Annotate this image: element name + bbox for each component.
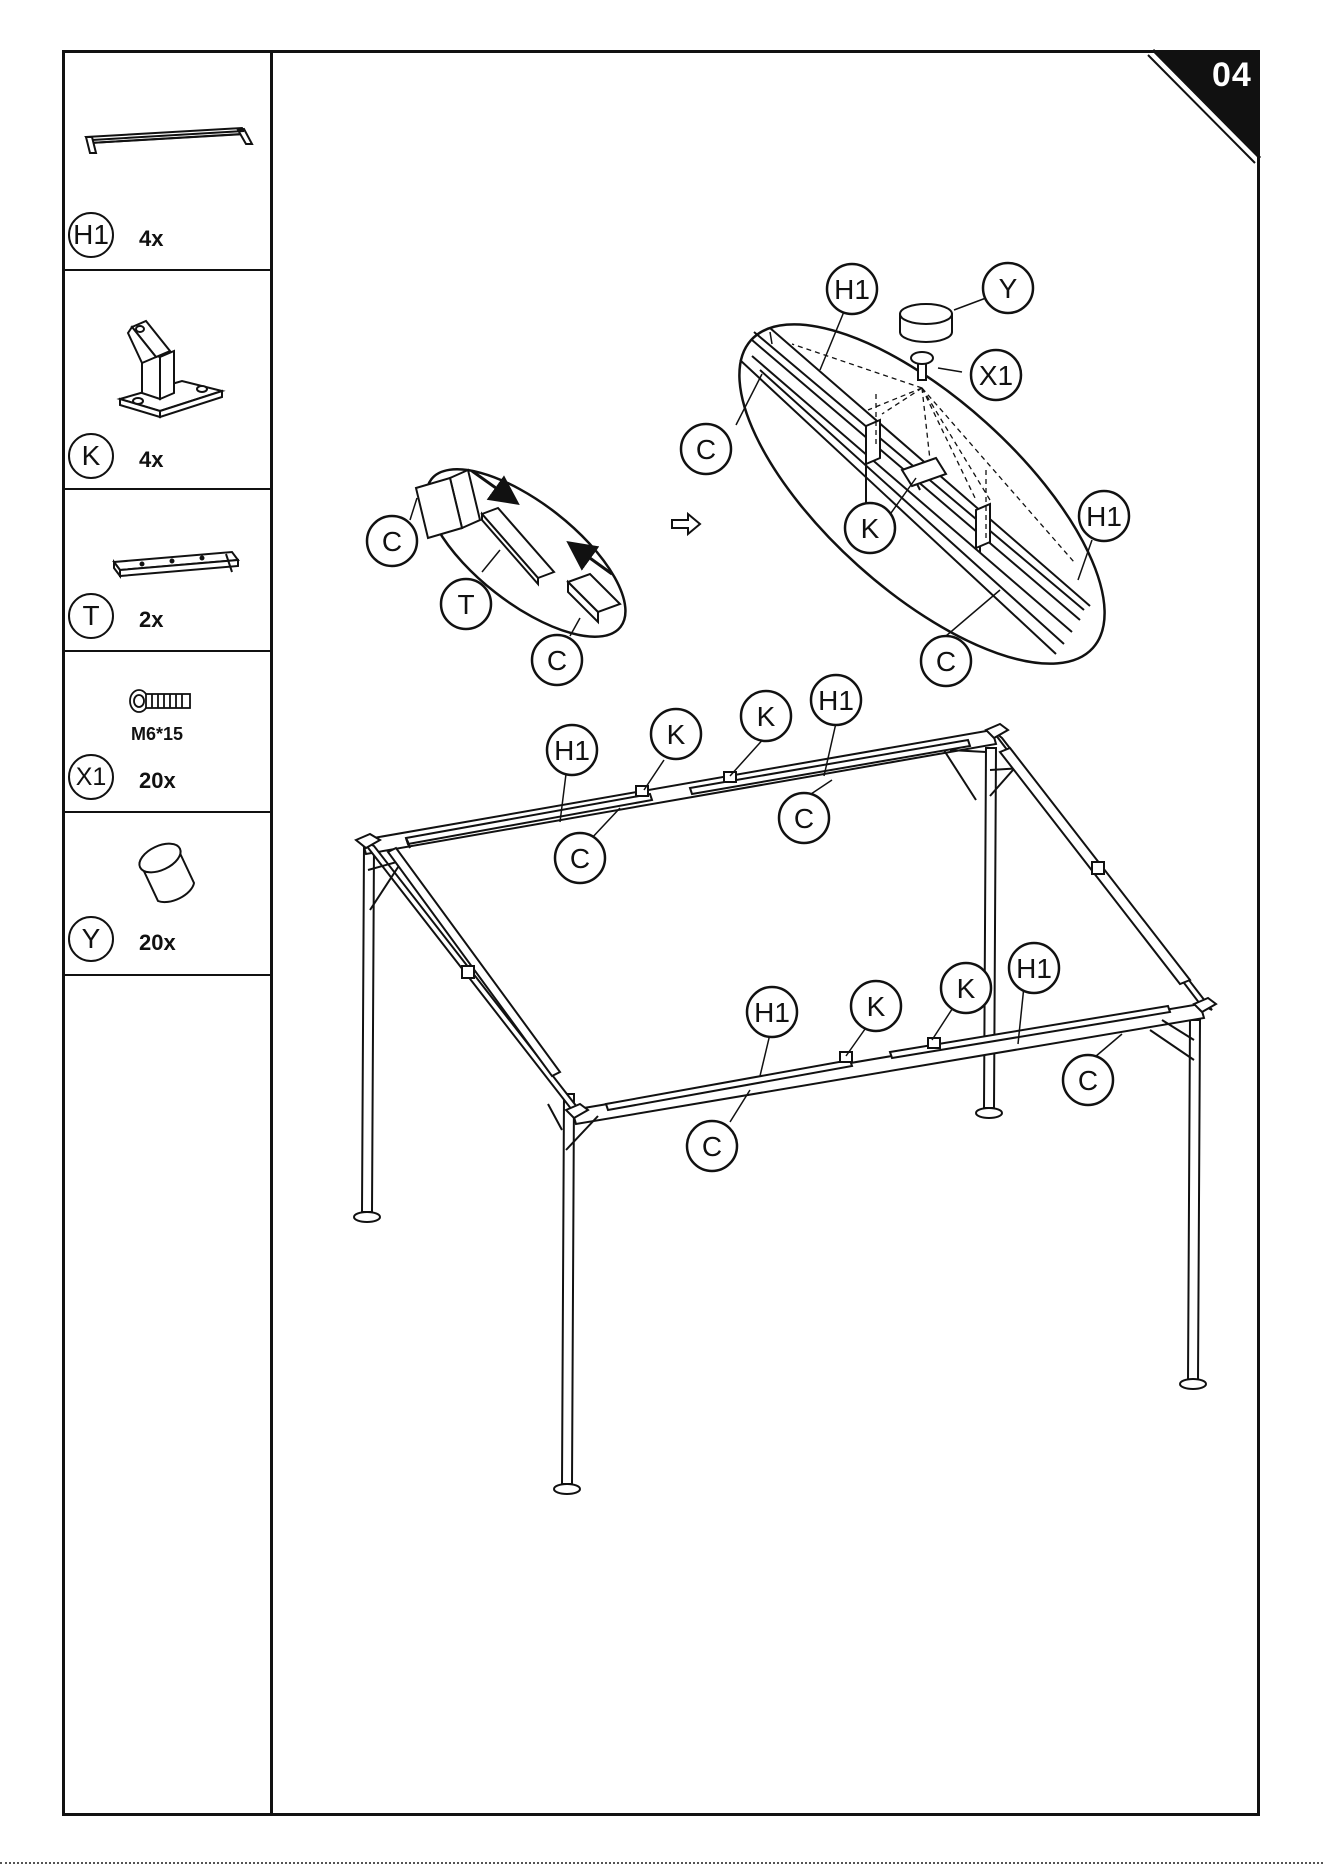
callout-h1: H1	[811, 675, 861, 725]
svg-text:C: C	[547, 645, 567, 676]
page-edge-dotted-line	[0, 1862, 1323, 1864]
callout-y: Y	[983, 263, 1033, 313]
callout-c: C	[687, 1121, 737, 1171]
gazebo-frame	[354, 724, 1216, 1494]
callout-x1: X1	[971, 350, 1021, 400]
svg-text:H1: H1	[554, 735, 590, 766]
callout-h1: H1	[827, 264, 877, 314]
svg-text:H1: H1	[754, 997, 790, 1028]
svg-text:C: C	[936, 646, 956, 677]
callout-c: C	[779, 793, 829, 843]
svg-text:C: C	[382, 526, 402, 557]
callout-c: C	[555, 833, 605, 883]
callout-c: C	[367, 516, 417, 566]
callout-k: K	[651, 709, 701, 759]
callout-k: K	[741, 691, 791, 741]
callout-h1: H1	[547, 725, 597, 775]
svg-text:X1: X1	[979, 360, 1013, 391]
callout-h1: H1	[747, 987, 797, 1037]
svg-text:C: C	[696, 434, 716, 465]
svg-text:C: C	[570, 843, 590, 874]
callout-c: C	[1063, 1055, 1113, 1105]
callout-k: K	[845, 503, 895, 553]
svg-text:H1: H1	[1016, 953, 1052, 984]
callout-h1: H1	[1079, 491, 1129, 541]
svg-text:C: C	[702, 1131, 722, 1162]
callout-c: C	[921, 636, 971, 686]
svg-text:T: T	[457, 589, 474, 620]
callout-k: K	[851, 981, 901, 1031]
svg-text:K: K	[667, 719, 686, 750]
svg-text:C: C	[794, 803, 814, 834]
roof-bars	[388, 740, 1190, 1110]
callout-c: C	[532, 635, 582, 685]
next-step-arrow-icon	[672, 514, 700, 534]
svg-text:K: K	[861, 513, 880, 544]
svg-text:H1: H1	[834, 274, 870, 305]
detail-connect-rails	[401, 440, 652, 667]
svg-text:C: C	[1078, 1065, 1098, 1096]
svg-text:Y: Y	[999, 273, 1018, 304]
svg-text:K: K	[757, 701, 776, 732]
callout-k: K	[941, 963, 991, 1013]
callout-t: T	[441, 579, 491, 629]
cap-y-detail	[900, 304, 952, 342]
svg-text:K: K	[957, 973, 976, 1004]
svg-text:H1: H1	[1086, 501, 1122, 532]
svg-text:H1: H1	[818, 685, 854, 716]
callout-c: C	[681, 424, 731, 474]
svg-text:K: K	[867, 991, 886, 1022]
callout-h1: H1	[1009, 943, 1059, 993]
